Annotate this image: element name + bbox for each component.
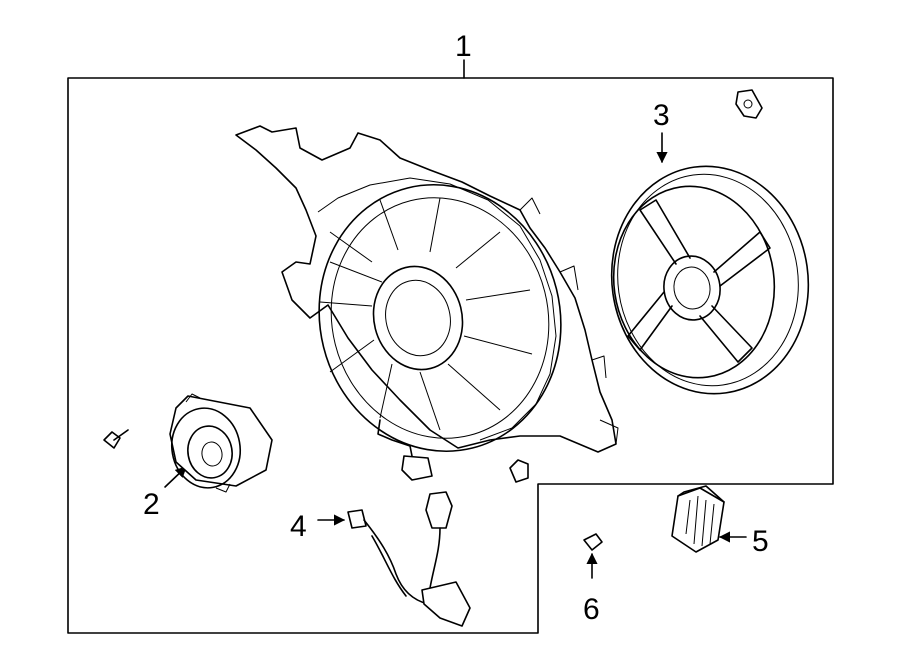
pigtail-connector bbox=[377, 419, 433, 481]
callout-label-6: 6 bbox=[583, 593, 600, 626]
callout-2-arrow bbox=[164, 466, 187, 488]
clip-part bbox=[735, 89, 763, 119]
assembly-outline bbox=[67, 77, 834, 634]
wiring-harness bbox=[347, 491, 471, 627]
fan-motor bbox=[169, 393, 273, 493]
callout-label-2: 2 bbox=[143, 488, 160, 521]
fan-shroud bbox=[235, 125, 619, 453]
bolt-part bbox=[103, 429, 129, 449]
screw-part bbox=[583, 533, 603, 551]
callout-label-1: 1 bbox=[455, 30, 472, 63]
callout-label-5: 5 bbox=[752, 525, 769, 558]
resistor-module bbox=[671, 485, 725, 553]
fan-blade bbox=[610, 165, 810, 395]
nut-clip bbox=[509, 459, 529, 483]
callout-label-4: 4 bbox=[290, 510, 307, 543]
callout-label-3: 3 bbox=[653, 99, 670, 132]
